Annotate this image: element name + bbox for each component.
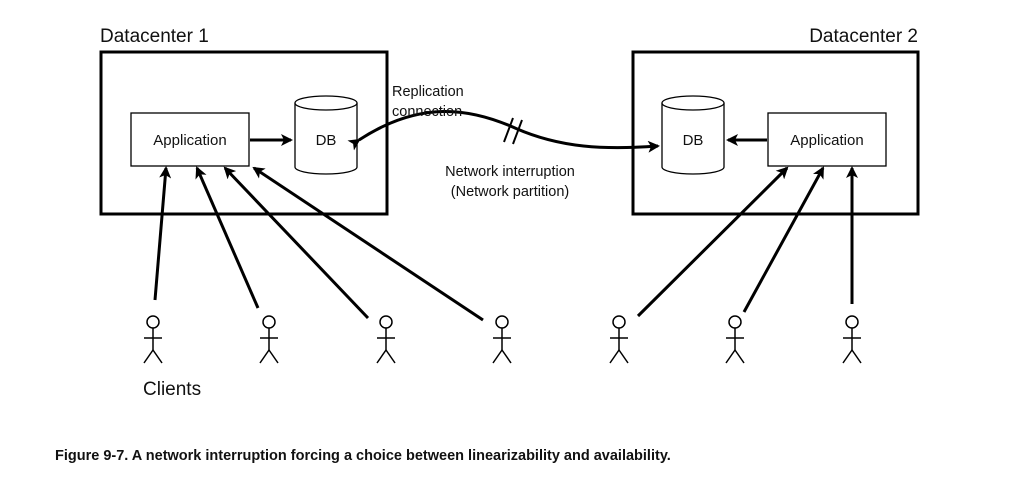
- clients-label: Clients: [143, 379, 201, 400]
- replication-label-line2: connection: [392, 104, 462, 120]
- client-person-icon: [609, 315, 629, 364]
- datacenter-2-application-label: Application: [790, 132, 863, 149]
- interruption-label-line1: Network interruption: [445, 164, 575, 180]
- datacenter-2-db: [661, 95, 725, 175]
- datacenter-1-title: Datacenter 1: [100, 26, 209, 47]
- client-person-icon: [842, 315, 862, 364]
- client-person-icon: [259, 315, 279, 364]
- client-1-arrow: [153, 166, 172, 301]
- datacenter-2-box: [631, 50, 920, 216]
- datacenter-1-box: [99, 50, 389, 216]
- datacenter-1-application-label: Application: [153, 132, 226, 149]
- replication-label-line1: Replication: [392, 84, 464, 100]
- datacenter-1-db: [294, 95, 358, 175]
- datacenter-2-title: Datacenter 2: [809, 26, 918, 47]
- client-person-icon: [143, 315, 163, 364]
- datacenter-2-db-label: DB: [683, 132, 704, 149]
- datacenter-1-application-box: [130, 112, 250, 167]
- datacenter-2-application-box: [767, 112, 887, 167]
- client-6-arrow: [742, 166, 825, 313]
- client-person-icon: [492, 315, 512, 364]
- client-3-arrow: [223, 166, 370, 320]
- figure-caption: Figure 9-7. A network interruption forci…: [55, 448, 671, 464]
- interruption-label-line2: (Network partition): [451, 184, 569, 200]
- client-person-icon: [376, 315, 396, 364]
- client-person-icon: [725, 315, 745, 364]
- client-5-arrow: [636, 166, 789, 318]
- client-2-arrow: [195, 166, 260, 309]
- network-break-mark: [503, 117, 523, 145]
- datacenter-1-db-label: DB: [316, 132, 337, 149]
- client-4-arrow: [252, 166, 484, 322]
- replication-connection-line: [347, 110, 660, 153]
